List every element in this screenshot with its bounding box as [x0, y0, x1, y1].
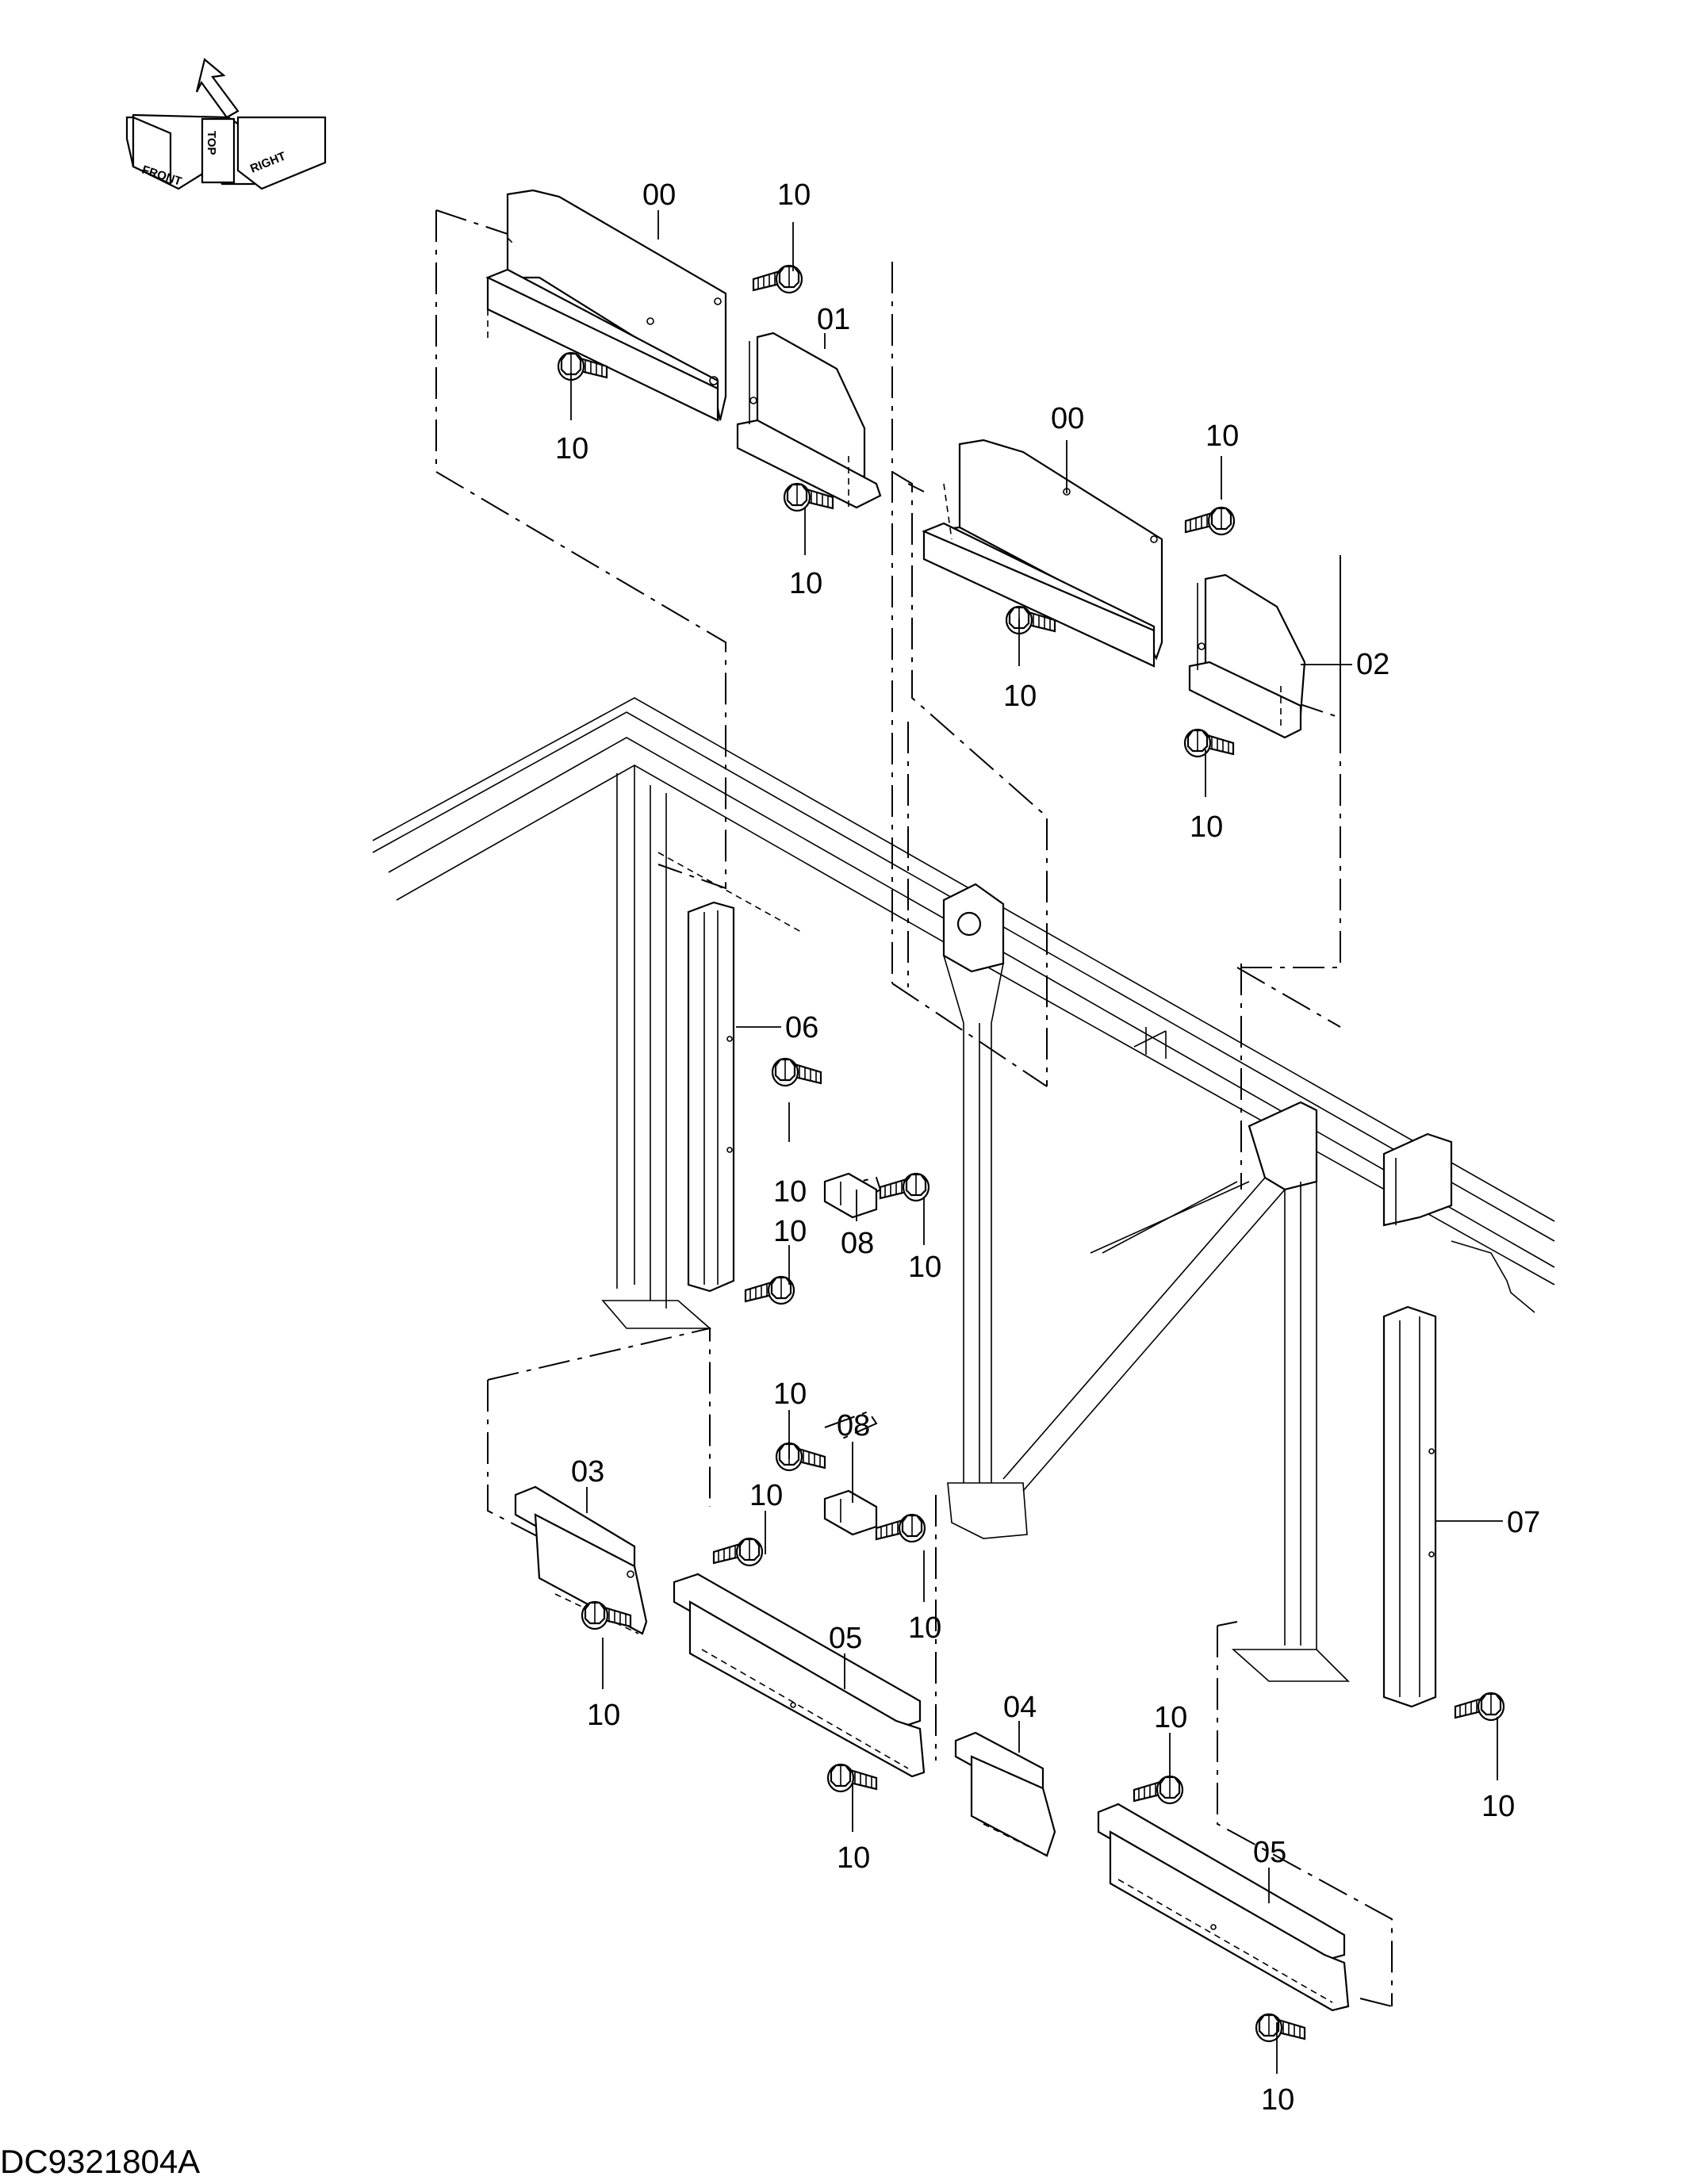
callout-part-10: 10	[587, 1699, 620, 1732]
bracket-part-03	[514, 1485, 648, 1635]
top-label: TOP	[205, 131, 218, 155]
callout-part-10: 10	[1261, 2083, 1294, 2117]
callout-part-04: 04	[1003, 1691, 1037, 1724]
bolt-part-10	[557, 351, 608, 381]
callout-part-05: 05	[829, 1622, 862, 1655]
callout-part-10: 10	[1205, 420, 1239, 453]
clip-part-08-upper	[823, 1172, 878, 1219]
callouts: 00 10 01 10 10 00 10 10 02 10 06 10 08 1…	[555, 178, 1540, 2117]
strip-part-07	[1382, 1305, 1437, 1708]
bracket-part-05-right	[1097, 1803, 1350, 2012]
cover-part-00-right	[922, 439, 1163, 668]
callout-part-10: 10	[1154, 1701, 1187, 1734]
bracket-part-02	[1188, 573, 1306, 739]
callout-part-05: 05	[1253, 1836, 1286, 1869]
main-frame	[372, 697, 1555, 1682]
callout-part-10: 10	[908, 1251, 941, 1284]
bolt-part-10	[744, 1275, 795, 1305]
bolt-part-10	[712, 1537, 764, 1567]
callout-part-02: 02	[1356, 648, 1389, 681]
bolt-part-10	[1454, 1692, 1505, 1722]
bolt-part-10	[581, 1600, 632, 1630]
bolt-part-10	[752, 264, 803, 294]
bolt-group	[557, 264, 1505, 2043]
callout-part-10: 10	[773, 1215, 807, 1248]
bolt-part-10	[879, 1172, 930, 1202]
callout-part-10: 10	[773, 1175, 807, 1209]
callout-part-03: 03	[571, 1455, 604, 1489]
callout-part-10: 10	[908, 1611, 941, 1645]
callout-part-10: 10	[837, 1841, 870, 1875]
callout-part-00: 00	[642, 178, 676, 212]
callout-part-07: 07	[1507, 1506, 1540, 1539]
bracket-part-01	[736, 331, 882, 509]
strip-part-06	[687, 901, 735, 1293]
callout-part-10: 10	[773, 1377, 807, 1411]
bolt-part-10	[1184, 506, 1236, 536]
bolt-part-10	[783, 482, 834, 512]
callout-part-10: 10	[1003, 680, 1037, 713]
bolt-part-10	[875, 1513, 926, 1543]
callout-part-08: 08	[837, 1409, 870, 1443]
callout-part-06: 06	[785, 1011, 818, 1044]
callout-part-10: 10	[1190, 810, 1223, 844]
bolt-part-10	[775, 1442, 826, 1472]
bolt-part-10	[1133, 1775, 1184, 1805]
callout-part-10: 10	[789, 567, 822, 600]
bolt-part-10	[1183, 728, 1235, 758]
leader-lines	[570, 210, 1503, 2074]
callout-part-08: 08	[841, 1227, 874, 1260]
callout-part-00: 00	[1051, 402, 1084, 435]
bracket-part-04	[954, 1731, 1056, 1857]
clip-part-08-lower	[823, 1489, 878, 1536]
callout-part-10: 10	[1481, 1790, 1515, 1823]
cover-part-00-left	[485, 189, 727, 422]
bolt-part-10	[1255, 2013, 1306, 2043]
orientation-symbol: FRONT TOP RIGHT	[125, 58, 327, 190]
bolt-part-10	[826, 1763, 878, 1793]
bolt-part-10	[771, 1057, 822, 1087]
bracket-part-05-left	[673, 1573, 926, 1778]
callout-part-10: 10	[555, 432, 588, 466]
callout-part-10: 10	[777, 178, 811, 212]
callout-part-01: 01	[817, 303, 850, 336]
document-id: DC9321804A	[0, 2143, 200, 2180]
callout-part-10: 10	[749, 1479, 783, 1512]
